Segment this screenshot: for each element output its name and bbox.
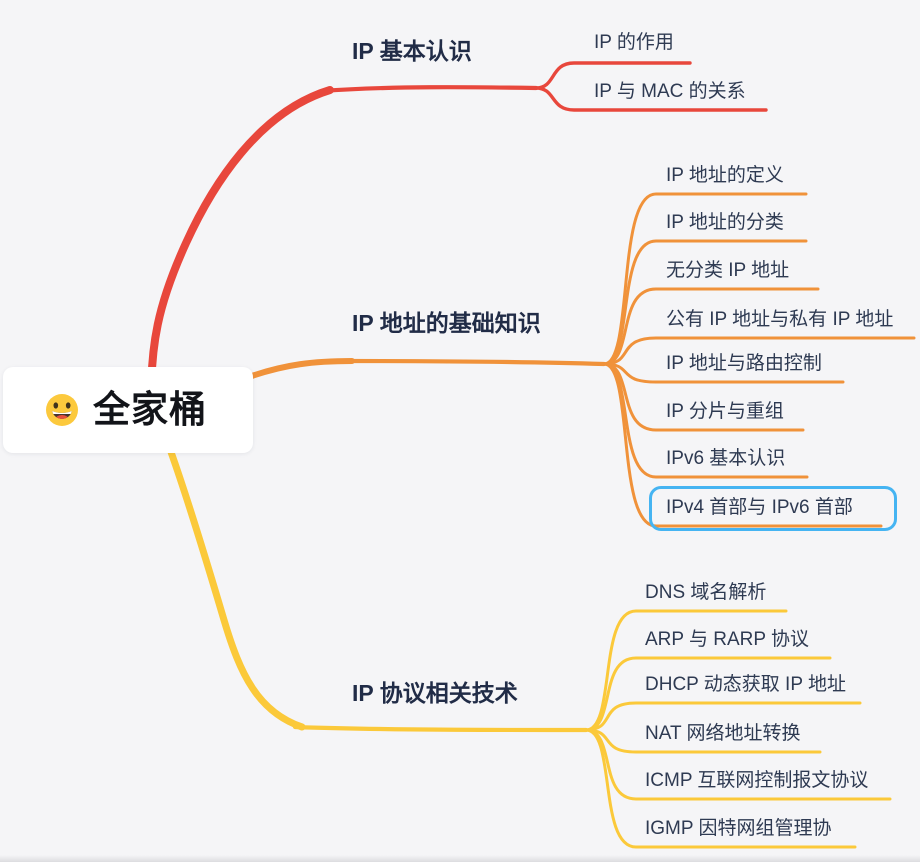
child-node[interactable]: ICMP 互联网控制报文协议 <box>645 770 869 791</box>
connector-line <box>584 701 862 732</box>
child-node[interactable]: IGMP 因特网组管理协 <box>645 818 832 839</box>
child-node[interactable]: IP 地址的定义 <box>666 165 784 186</box>
connector-line <box>584 609 788 732</box>
branch-lines-red <box>147 61 768 422</box>
child-node[interactable]: ARP 与 RARP 协议 <box>645 629 810 650</box>
branch-node-ip-address[interactable]: IP 地址的基础知识 <box>352 310 541 336</box>
connector-line <box>584 656 832 732</box>
child-node[interactable]: DHCP 动态获取 IP 地址 <box>645 674 846 695</box>
branch-main-line <box>292 724 589 733</box>
child-node[interactable]: IP 与 MAC 的关系 <box>594 81 746 102</box>
child-node[interactable]: IPv6 基本认识 <box>666 448 786 469</box>
child-node[interactable]: DNS 域名解析 <box>645 582 767 603</box>
root-node[interactable]: 全家桶 <box>3 367 253 453</box>
connector-line <box>602 362 883 528</box>
child-node[interactable]: IP 地址与路由控制 <box>666 353 822 374</box>
branch-main-line <box>319 85 539 94</box>
child-node[interactable]: IP 的作用 <box>594 32 674 53</box>
child-node[interactable]: 无分类 IP 地址 <box>666 260 790 281</box>
trunk-line <box>243 358 355 381</box>
branch-lines-yellow <box>167 448 892 849</box>
connector-line <box>602 336 916 366</box>
branch-node-ip-basics[interactable]: IP 基本认识 <box>352 38 472 64</box>
root-title: 全家桶 <box>93 389 207 430</box>
connector-line <box>602 239 808 366</box>
trunk-line <box>147 86 334 422</box>
smiley-emoji-icon <box>46 394 78 426</box>
branch-lines-orange <box>243 192 916 528</box>
child-node[interactable]: 公有 IP 地址与私有 IP 地址 <box>666 309 894 330</box>
branch-node-ip-tech[interactable]: IP 协议相关技术 <box>352 680 518 706</box>
connector-line <box>602 287 820 366</box>
selection-highlight-box <box>649 486 897 531</box>
connector-line <box>534 86 768 112</box>
trunk-line <box>167 448 306 731</box>
child-node[interactable]: IP 分片与重组 <box>666 401 784 422</box>
branch-main-line <box>341 358 607 367</box>
connector-line <box>584 728 857 849</box>
child-node[interactable]: NAT 网络地址转换 <box>645 723 801 744</box>
child-node-highlighted[interactable]: IPv4 首部与 IPv6 首部 <box>666 497 853 518</box>
child-node[interactable]: IP 地址的分类 <box>666 212 784 233</box>
